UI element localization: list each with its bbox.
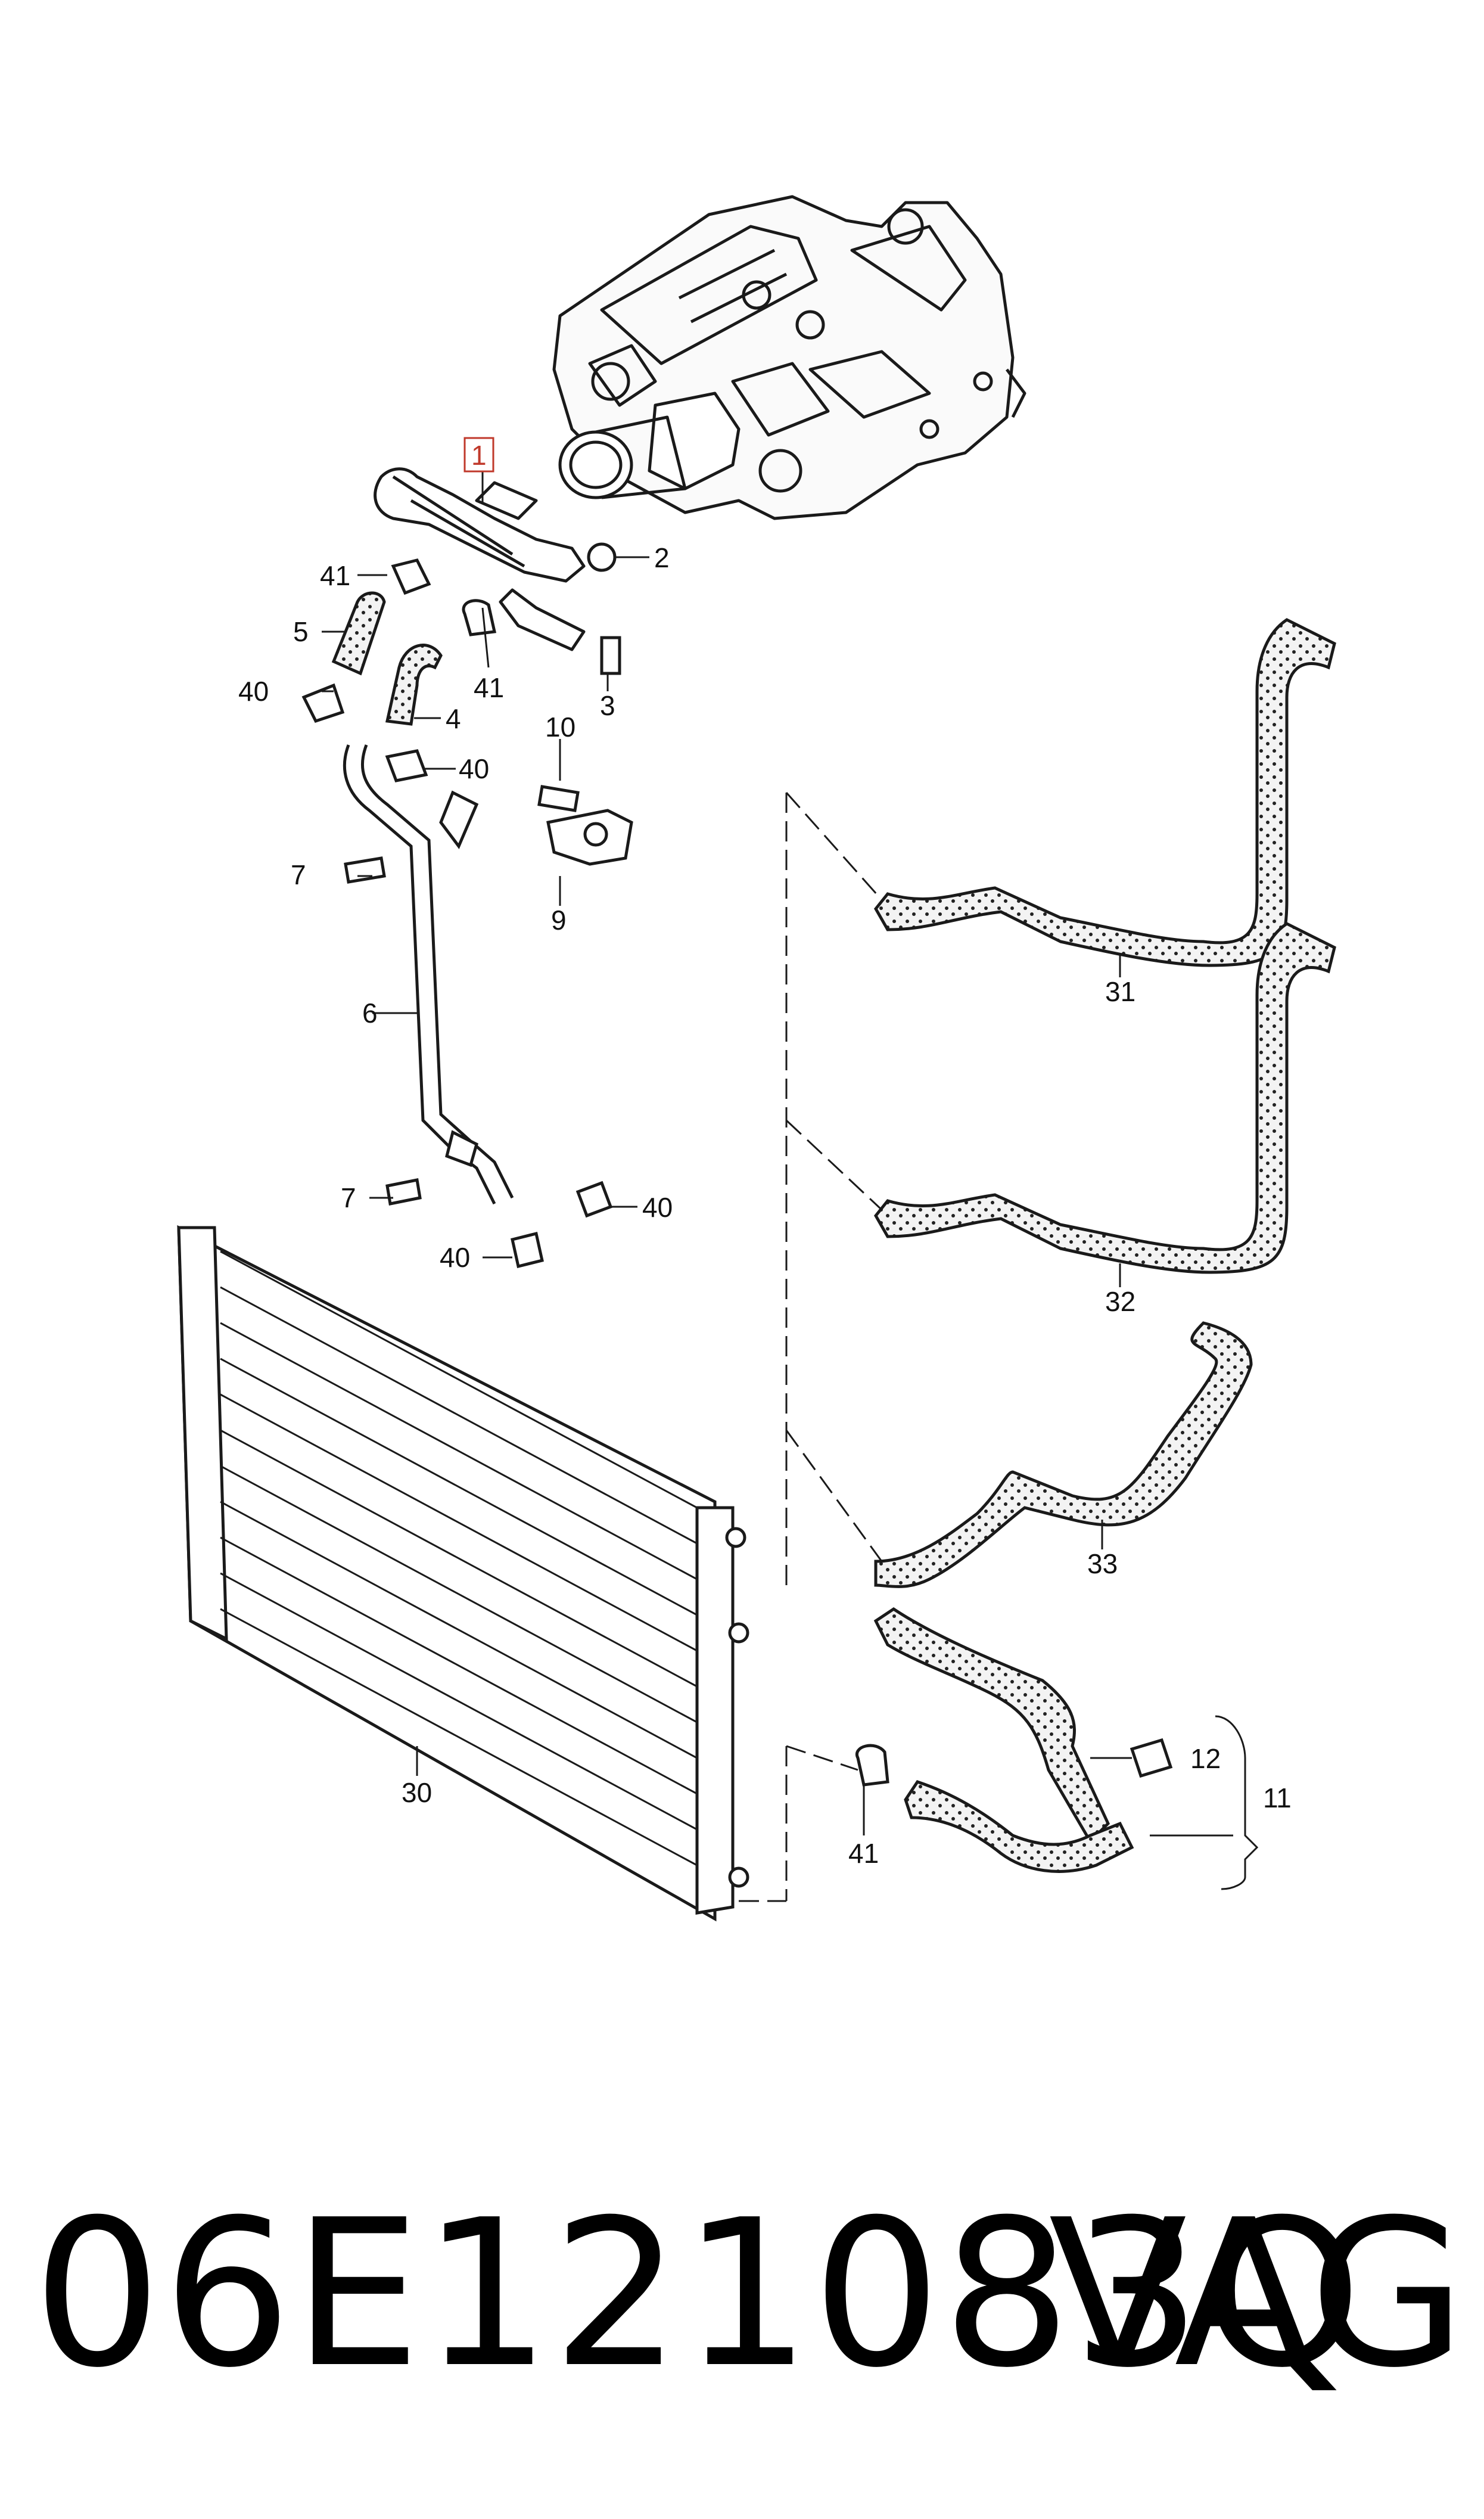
callout-40-upper: 40 xyxy=(459,753,489,784)
callout-33: 33 xyxy=(1087,1548,1118,1579)
coolant-pipe-6 xyxy=(343,744,514,1205)
callout-40-right: 40 xyxy=(642,1192,673,1223)
hoses-small xyxy=(331,591,443,726)
callout-11: 11 xyxy=(1263,1782,1292,1813)
footer: 06E121083Q VAG xyxy=(0,2169,1484,2419)
reference-lines xyxy=(739,792,883,1902)
callout-1: 1 xyxy=(471,440,487,471)
callout-7-lower: 7 xyxy=(341,1182,356,1213)
callout-2: 2 xyxy=(654,542,670,573)
fittings xyxy=(301,542,1173,1787)
callouts: 1 2 3 4 5 6 7 7 9 10 11 12 30 31 32 33 4… xyxy=(238,437,1292,1869)
callout-9: 9 xyxy=(551,905,567,936)
callout-40-left: 40 xyxy=(238,676,269,707)
callout-10: 10 xyxy=(545,712,575,743)
brand-label: VAG xyxy=(1049,2176,1466,2412)
radiator xyxy=(177,1225,749,1922)
callout-41-bottom: 41 xyxy=(848,1838,879,1869)
callout-40-lower: 40 xyxy=(440,1242,470,1273)
part-number: 06E121083Q xyxy=(33,2176,1363,2412)
callout-4: 4 xyxy=(446,703,461,734)
callout-6: 6 xyxy=(362,998,378,1029)
hoses-large xyxy=(873,618,1336,1873)
callout-1-box xyxy=(463,437,494,473)
parts-diagram: 1 2 3 4 5 6 7 7 9 10 11 12 30 31 32 33 4… xyxy=(177,195,1336,1922)
callout-7-upper: 7 xyxy=(291,859,306,890)
callout-30: 30 xyxy=(402,1777,432,1808)
callout-3: 3 xyxy=(600,690,615,721)
callout-41-left: 41 xyxy=(320,560,350,591)
callout-5: 5 xyxy=(293,616,309,647)
compressor-assembly xyxy=(552,195,1026,520)
callout-32: 32 xyxy=(1105,1286,1135,1317)
callout-12: 12 xyxy=(1190,1743,1221,1774)
leader-lines xyxy=(322,471,1259,1890)
callout-41-mid: 41 xyxy=(474,672,504,703)
callout-31: 31 xyxy=(1105,976,1135,1007)
